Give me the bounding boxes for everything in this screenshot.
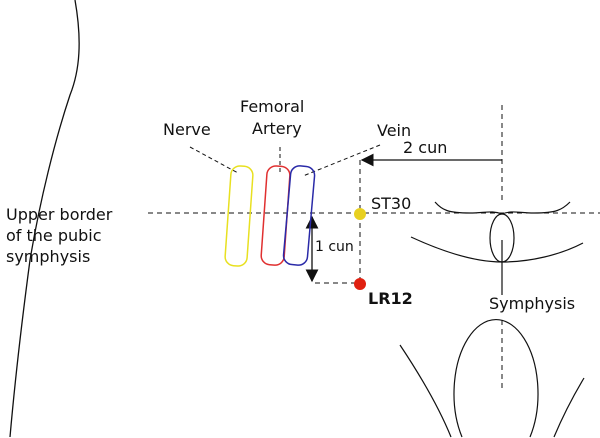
upper-border-label-2: of the pubic	[6, 226, 102, 245]
pubic-lower-arc	[410, 236, 584, 263]
lr12-label: LR12	[368, 289, 413, 308]
vein-label: Vein	[377, 121, 412, 140]
nerve-leader	[189, 146, 239, 174]
one-cun-label: 1 cun	[315, 239, 354, 255]
st30-point	[354, 208, 366, 220]
symphysis-label: Symphysis	[489, 294, 576, 313]
artery-shape	[260, 165, 291, 266]
upper-border-label-1: Upper border	[6, 205, 113, 224]
genital-shape	[453, 318, 539, 438]
left-thigh-line	[399, 344, 452, 438]
upper-border-label-3: symphysis	[6, 247, 91, 266]
nerve-shape	[224, 165, 254, 267]
artery-label: Artery	[252, 119, 302, 138]
right-thigh-line	[553, 377, 585, 438]
vein-shape	[282, 165, 316, 266]
two-cun-label: 2 cun	[403, 138, 448, 157]
st30-label: ST30	[371, 194, 412, 213]
lr12-point	[354, 278, 366, 290]
nerve-label: Nerve	[163, 120, 211, 139]
pubic-upper-curve	[434, 201, 571, 215]
body-outline	[9, 0, 80, 438]
femoral-label: Femoral	[240, 97, 305, 116]
